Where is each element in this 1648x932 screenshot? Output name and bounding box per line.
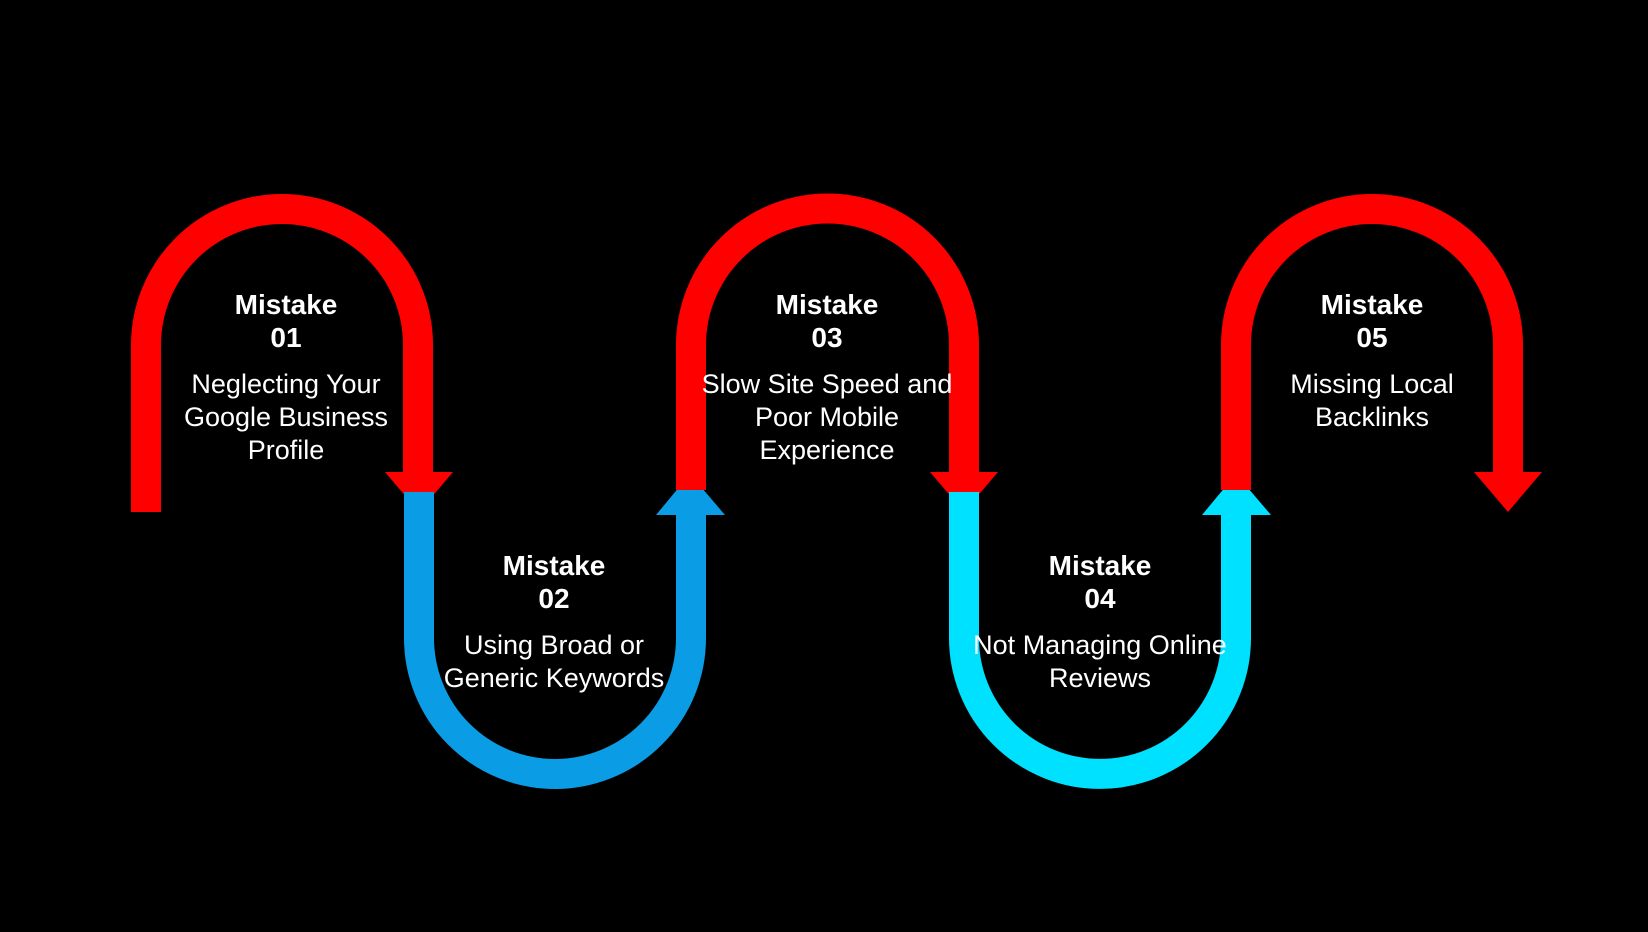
arrowhead-up-icon — [656, 474, 725, 515]
step-number: 01 — [270, 322, 302, 353]
step-description: Neglecting Your Google Business Profile — [183, 369, 389, 465]
step-description: Not Managing Online Reviews — [973, 630, 1227, 693]
step-05: Mistake 05 Missing Local Backlinks — [1242, 288, 1502, 434]
step-01: Mistake 01 Neglecting Your Google Busine… — [156, 288, 416, 467]
step-title: Mistake — [775, 289, 879, 320]
step-number: 03 — [811, 322, 843, 353]
step-04: Mistake 04 Not Managing Online Reviews — [970, 549, 1230, 695]
step-02: Mistake 02 Using Broad or Generic Keywor… — [424, 549, 684, 695]
step-title: Mistake — [1320, 289, 1424, 320]
step-number: 04 — [1084, 583, 1116, 614]
arrowhead-down-icon — [1474, 472, 1542, 512]
arc-mistake-01 — [131, 194, 433, 512]
arc-mistake-05 — [1221, 194, 1523, 492]
step-number: 05 — [1356, 322, 1388, 353]
arrowhead-up-icon — [1202, 474, 1271, 515]
arc-mistake-02 — [404, 492, 706, 789]
step-title: Mistake — [502, 550, 606, 581]
step-title: Mistake — [1048, 550, 1152, 581]
step-03: Mistake 03 Slow Site Speed and Poor Mobi… — [697, 288, 957, 467]
step-description: Slow Site Speed and Poor Mobile Experien… — [701, 369, 953, 465]
arc-mistake-04 — [949, 492, 1251, 789]
step-description: Using Broad or Generic Keywords — [443, 630, 665, 693]
step-number: 02 — [538, 583, 570, 614]
step-description: Missing Local Backlinks — [1290, 369, 1454, 432]
step-title: Mistake — [234, 289, 338, 320]
arc-mistake-03 — [676, 193, 979, 492]
